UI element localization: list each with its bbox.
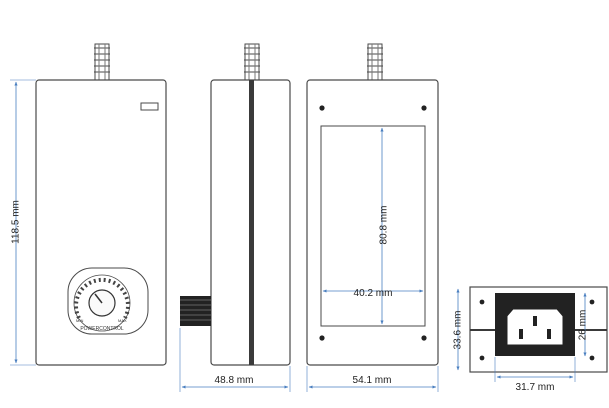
back-cable — [367, 43, 383, 81]
side-view: 48.8 mm — [179, 43, 291, 392]
screw-hole-bottom-left — [319, 335, 325, 341]
side-cable — [244, 43, 260, 81]
socket-height-dimension: 33.6 mm — [453, 288, 464, 371]
socket-detail-view: 33.6 mm 26 mm 31.7 mm — [453, 286, 608, 393]
inlet-height-label: 26 mm — [578, 310, 589, 341]
side-knob — [180, 296, 211, 326]
dial-scale — [74, 277, 130, 319]
back-view: 80.8 mm 40.2 mm 54.1 mm — [306, 43, 439, 392]
side-seam-stripe — [249, 80, 254, 365]
label-panel — [320, 125, 426, 327]
power-control-dial[interactable]: MIN MAX POWERCONTROL — [67, 267, 149, 335]
screw-hole-bottom-right — [421, 335, 427, 341]
front-view: MIN MAX POWERCONTROL 118.5 mm — [10, 43, 167, 366]
screw-hole-top-right — [421, 105, 427, 111]
side-depth-label: 48.8 mm — [215, 375, 254, 386]
led-indicator — [140, 102, 159, 111]
socket-height-label: 33.6 mm — [453, 311, 464, 350]
dial-min-label: MIN — [76, 318, 83, 323]
ac-inlet[interactable] — [506, 308, 564, 346]
inlet-width-label: 31.7 mm — [516, 382, 555, 393]
inlet-pin-center — [533, 316, 537, 326]
dial-label: POWERCONTROL — [80, 326, 124, 332]
screw-hole-top-left — [319, 105, 325, 111]
socket-screw-right-bottom — [589, 355, 595, 361]
socket-screw-left — [479, 299, 485, 305]
front-height-dimension: 118.5 mm — [10, 79, 36, 366]
inlet-width-dimension: 31.7 mm — [494, 357, 576, 393]
inlet-pin-left — [519, 329, 523, 339]
panel-width-dimension: 40.2 mm — [322, 288, 424, 299]
dial-max-label: MAX — [118, 318, 127, 323]
back-width-label: 54.1 mm — [353, 375, 392, 386]
front-cable — [94, 43, 110, 81]
front-height-label: 118.5 mm — [11, 200, 22, 244]
back-width-dimension: 54.1 mm — [306, 366, 439, 392]
panel-height-label: 80.8 mm — [379, 206, 390, 245]
socket-screw-right — [589, 299, 595, 305]
inlet-height-dimension: 26 mm — [578, 292, 589, 357]
panel-width-label: 40.2 mm — [354, 288, 393, 299]
socket-screw-left-bottom — [479, 355, 485, 361]
side-depth-dimension: 48.8 mm — [179, 328, 291, 392]
inlet-pin-right — [547, 329, 551, 339]
